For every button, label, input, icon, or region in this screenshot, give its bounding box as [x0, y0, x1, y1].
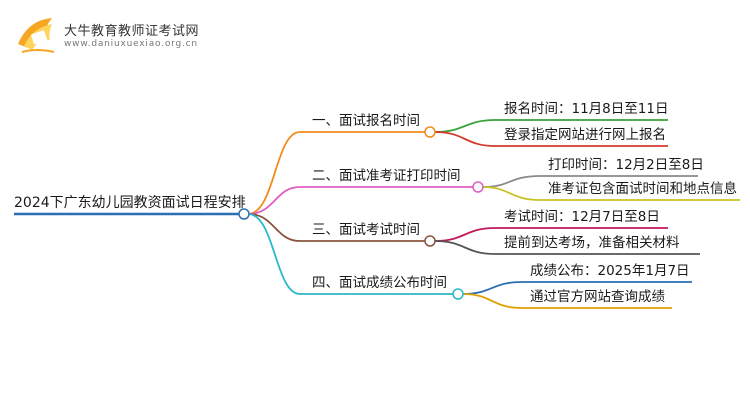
root-topic[interactable]: 2024下广东幼儿园教资面试日程安排	[14, 195, 246, 211]
branch-topic-3[interactable]: 三、面试考试时间	[312, 222, 420, 238]
branch-3-node-toggle	[424, 235, 436, 247]
branch-1-node-toggle	[424, 126, 436, 138]
connector-branch-4	[247, 213, 458, 295]
branch-topic-1[interactable]: 一、面试报名时间	[312, 113, 420, 129]
site-url: www.daniuxuexiao.org.cn	[64, 39, 198, 49]
leaf-topic-1-2[interactable]: 登录指定网站进行网上报名	[504, 127, 666, 143]
connector-branch-3	[247, 213, 430, 242]
root-node-toggle	[238, 208, 250, 220]
connector-branch-1	[247, 131, 430, 215]
site-title: 大牛教育教师证考试网	[64, 24, 200, 39]
branch-topic-2[interactable]: 二、面试准考证打印时间	[312, 168, 461, 184]
site-logo[interactable]: 大牛教育教师证考试网 www.daniuxuexiao.org.cn	[14, 14, 224, 58]
leaf-topic-3-2[interactable]: 提前到达考场，准备相关材料	[504, 235, 680, 251]
leaf-topic-4-1[interactable]: 成绩公布：2025年1月7日	[530, 263, 690, 279]
leaf-topic-2-2[interactable]: 准考证包含面试时间和地点信息	[548, 181, 737, 197]
leaf-topic-4-2[interactable]: 通过官方网站查询成绩	[530, 289, 665, 305]
connector-branch-2	[247, 186, 478, 215]
connector-leaf-4-2	[462, 293, 672, 309]
leaf-topic-3-1[interactable]: 考试时间：12月7日至8日	[504, 209, 660, 225]
connector-leaf-2-2	[482, 186, 740, 201]
connector-leaf-1-2	[434, 131, 668, 147]
leaf-topic-1-1[interactable]: 报名时间：11月8日至11日	[504, 101, 669, 117]
branch-topic-4[interactable]: 四、面试成绩公布时间	[312, 275, 447, 291]
branch-2-node-toggle	[472, 181, 484, 193]
book-icon	[18, 18, 55, 53]
connector-leaf-3-2	[434, 240, 700, 255]
leaf-topic-2-1[interactable]: 打印时间：12月2日至8日	[548, 157, 704, 173]
branch-4-node-toggle	[452, 288, 464, 300]
